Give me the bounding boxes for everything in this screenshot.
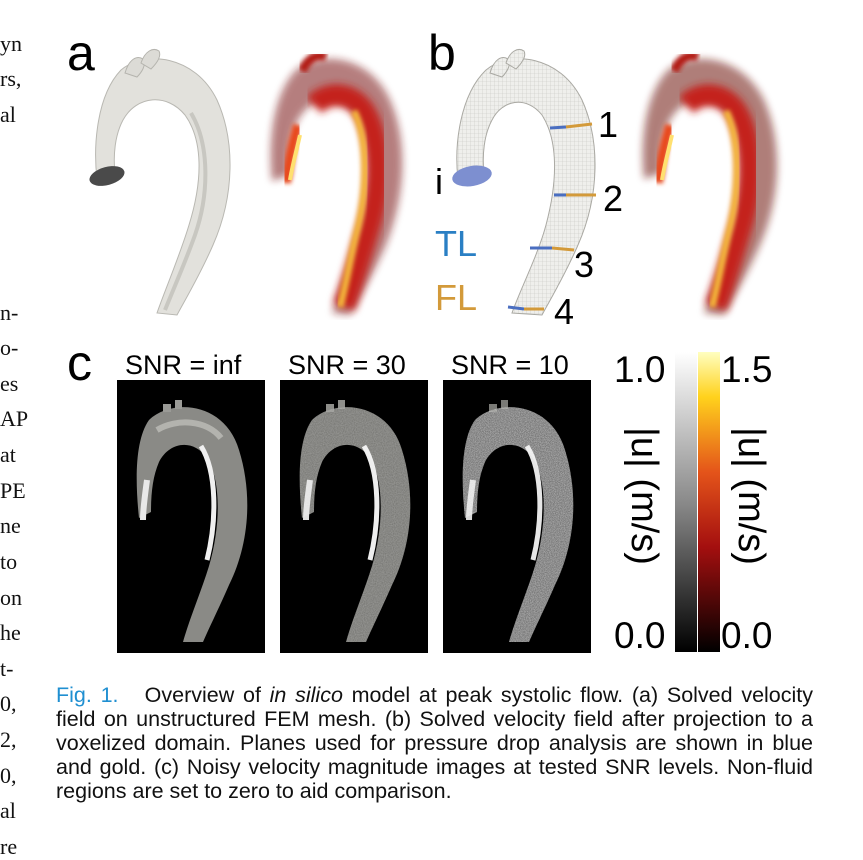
edge-word: n- bbox=[0, 300, 19, 325]
inlet-plane bbox=[452, 165, 492, 187]
edge-word: al bbox=[0, 102, 16, 127]
edge-word: yn bbox=[0, 31, 22, 56]
edge-word: 2, bbox=[0, 727, 17, 752]
colorbar-heat-axis-label: |u| (m/s) bbox=[730, 427, 772, 565]
caption-italic: in silico bbox=[269, 683, 343, 707]
edge-word: at bbox=[0, 442, 16, 467]
inlet-label: i bbox=[435, 161, 443, 202]
edge-word: al bbox=[0, 798, 16, 823]
edge-word: AP bbox=[0, 406, 29, 431]
legend-true-lumen: TL bbox=[435, 223, 478, 264]
magnitude-image-snr-30 bbox=[280, 380, 428, 653]
colorbar-gray-min: 0.0 bbox=[614, 615, 666, 656]
plane-number-3: 3 bbox=[574, 244, 595, 285]
magnitude-image-snr-inf bbox=[117, 380, 265, 653]
edge-word: rs, bbox=[0, 66, 22, 91]
plane-number-1: 1 bbox=[598, 104, 619, 145]
caption-text-1: Overview of bbox=[144, 683, 270, 707]
colorbar-gray-max: 1.0 bbox=[614, 349, 666, 390]
edge-word: t- bbox=[0, 656, 14, 681]
aorta-velocity-render-b bbox=[642, 51, 778, 315]
edge-word: o- bbox=[0, 335, 19, 360]
edge-word: ne bbox=[0, 513, 21, 538]
aorta-voxel-mesh bbox=[452, 49, 596, 316]
panel-c-label: c bbox=[67, 335, 92, 391]
edge-word: he bbox=[0, 620, 21, 645]
aorta-mesh-render bbox=[89, 49, 231, 316]
colorbar-grayscale bbox=[675, 352, 697, 652]
colorbar-heat bbox=[698, 352, 720, 652]
plane-number-4: 4 bbox=[554, 291, 575, 332]
plane-number-2: 2 bbox=[603, 178, 624, 219]
colorbar-heat-max: 1.5 bbox=[721, 349, 773, 390]
caption-text-2: model at peak systolic flow. (a) Solved … bbox=[56, 683, 814, 803]
edge-word: 0, bbox=[0, 691, 17, 716]
snr-title-10: SNR = 10 bbox=[451, 350, 569, 380]
snr-title-30: SNR = 30 bbox=[288, 350, 406, 380]
figure-label: Fig. 1. bbox=[56, 683, 119, 707]
panel-b-label: b bbox=[428, 25, 456, 81]
edge-word: 0, bbox=[0, 763, 17, 788]
figure-caption: Fig. 1. Overview of in silico model at p… bbox=[56, 683, 813, 803]
snr-title-inf: SNR = inf bbox=[125, 350, 242, 380]
edge-word: PE bbox=[0, 478, 26, 503]
colorbar-heat-min: 0.0 bbox=[721, 615, 773, 656]
legend-false-lumen: FL bbox=[435, 277, 478, 318]
edge-word: on bbox=[0, 585, 22, 610]
magnitude-image-snr-10 bbox=[443, 380, 591, 653]
colorbar-gray-axis-label: |u| (m/s) bbox=[623, 427, 665, 565]
edge-word: es bbox=[0, 371, 19, 396]
edge-word: re bbox=[0, 834, 18, 859]
panel-a-label: a bbox=[67, 25, 95, 81]
aorta-velocity-render-a bbox=[270, 51, 403, 315]
edge-word: to bbox=[0, 549, 18, 574]
